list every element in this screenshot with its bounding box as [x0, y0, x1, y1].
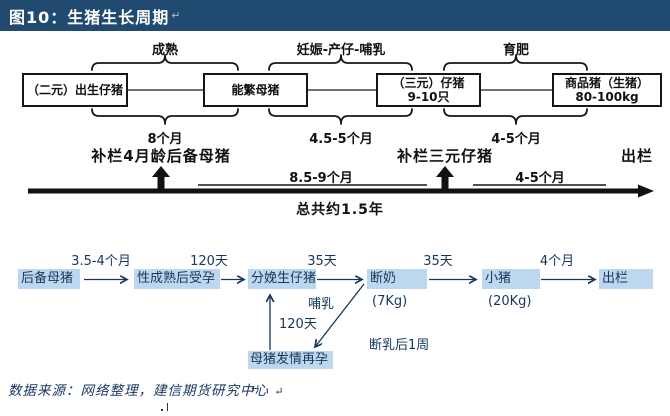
stage-box-line1: （二元）出生仔猪	[26, 83, 123, 97]
restock-sow-label: 补栏4月龄后备母猪	[91, 147, 231, 165]
duration-label-1: 8个月	[147, 132, 183, 147]
stage-box-line2: 9-10只	[407, 90, 450, 104]
flow-edge-label-4: 35天	[423, 254, 453, 269]
stage-box-line2: 80-100kg	[575, 90, 639, 104]
pilcrow-mark: ↵	[274, 385, 285, 398]
flow-node-small-pig: 小猪	[482, 269, 540, 289]
flow-edge-label-5: 4个月	[539, 254, 575, 269]
reheat-days-label: 120天	[279, 317, 317, 332]
stage-box-line1: （三元）仔猪	[392, 76, 465, 90]
stage-box-breeding-sow: 能繁母猪	[203, 73, 308, 107]
pig-weight-label: (20Kg)	[488, 294, 532, 309]
wean-note-label: 断乳后1周	[369, 338, 430, 353]
cursor-bar	[166, 403, 168, 411]
slaughter-label: 出栏	[620, 147, 654, 165]
flow-node-weaning: 断奶	[367, 269, 427, 289]
flow-node-reserve-sow: 后备母猪	[18, 269, 80, 289]
data-source-note: 数据来源：网络整理，建信期货研究中心 ↵	[8, 379, 285, 399]
flow-edge-label-3: 35天	[307, 254, 337, 269]
figure-title-bar: 图10：生猪生长周期 ↵	[0, 0, 670, 31]
pilcrow-mark: ↵	[171, 9, 182, 22]
phase-label-gestation: 妊娠-产仔-哺乳	[296, 43, 386, 58]
stage-box-market-hog: 商品猪（生猪） 80-100kg	[552, 73, 662, 107]
data-source-text: 数据来源：网络整理，建信期货研究中心	[8, 383, 269, 399]
timeline-arrow	[28, 184, 654, 198]
timeline-total: 总共约1.5年	[296, 202, 384, 218]
phase-braces	[91, 54, 588, 71]
flow-node-conception: 性成熟后受孕	[134, 269, 220, 289]
duration-label-3: 4-5个月	[491, 132, 541, 147]
flow-node-farrowing: 分娩生仔猪	[248, 269, 316, 289]
phase-label-maturity: 成熟	[151, 43, 179, 58]
phase-label-fattening: 育肥	[502, 43, 530, 58]
duration-braces	[91, 108, 588, 125]
lactation-label: 哺乳	[308, 297, 335, 312]
pilcrow-mark: ↵	[251, 382, 261, 395]
flow-edge-label-1: 3.5-4个月	[71, 254, 131, 269]
restock-piglets-label: 补栏三元仔猪	[396, 147, 494, 165]
stage-box-binary-piglet: （二元）出生仔猪	[22, 73, 128, 107]
stage-box-line1: 商品猪（生猪）	[564, 76, 649, 90]
flow-node-slaughter: 出栏	[599, 269, 653, 289]
figure-title: 图10：生猪生长周期	[9, 7, 170, 27]
restock-arrow-icons	[152, 166, 454, 190]
stage-box-line1: 能繁母猪	[231, 83, 280, 97]
flow-node-sow-reheat: 母猪发情再孕	[248, 351, 333, 369]
stage-box-ternary-piglet: （三元）仔猪 9-10只	[376, 73, 481, 107]
flow-arrows	[84, 280, 595, 350]
timeline-span-b: 4-5个月	[515, 171, 565, 186]
cursor-artifact	[161, 403, 168, 411]
cursor-dot	[161, 409, 163, 411]
duration-label-2: 4.5-5个月	[309, 132, 373, 147]
flow-edge-label-2: 120天	[190, 254, 228, 269]
timeline-span-a: 8.5-9个月	[289, 171, 353, 186]
wean-weight-label: (7Kg)	[372, 294, 408, 309]
